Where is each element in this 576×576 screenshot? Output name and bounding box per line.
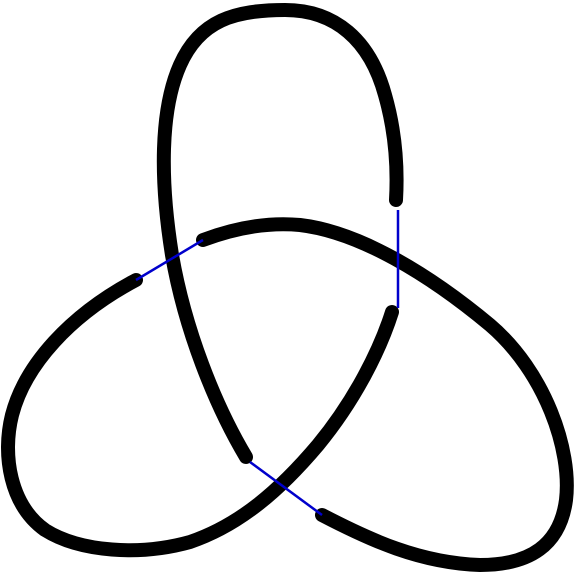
crossing-bridge-upper-left xyxy=(135,238,204,282)
knot-strand-left-lobe xyxy=(1,273,399,558)
knot-strand-top-lobe xyxy=(156,3,404,464)
knot-strand-right-lobe xyxy=(196,217,574,572)
crossing-bridge-lower xyxy=(249,460,323,517)
